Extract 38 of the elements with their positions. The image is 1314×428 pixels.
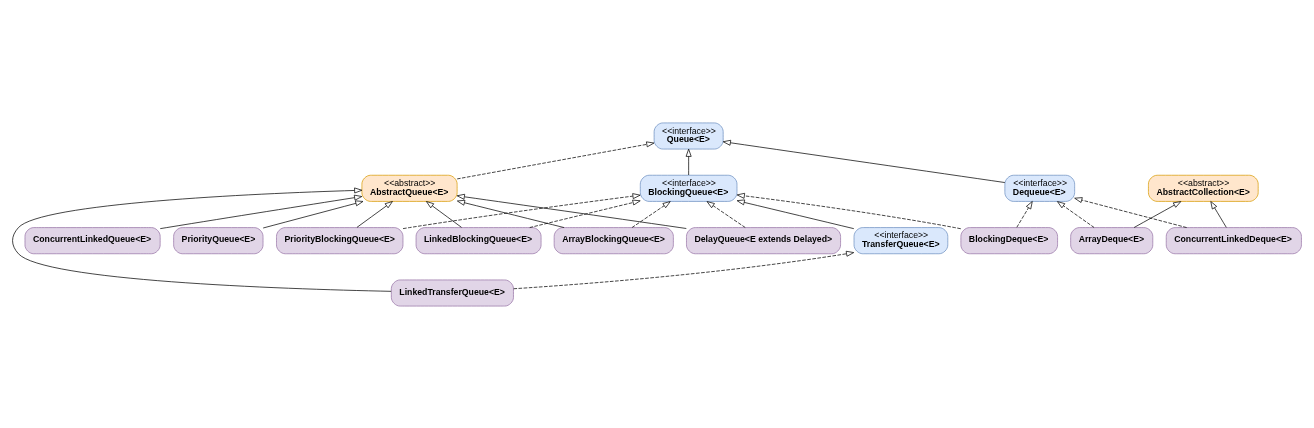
- arrow: [159, 194, 363, 229]
- node-box: <<interface>> BlockingQueue<E>: [639, 174, 738, 202]
- arrow: [356, 200, 393, 228]
- arrow: [736, 192, 962, 229]
- arrow: [402, 192, 641, 229]
- node-box: PriorityBlockingQueue<E>: [276, 226, 404, 254]
- node-box: ArrayDeque<E>: [1070, 226, 1154, 254]
- arrow: [1016, 200, 1033, 228]
- node-box: <<interface>> Dequeue<E>: [1004, 174, 1075, 202]
- arrow: [1133, 200, 1182, 228]
- node-box: ConcurrentLinkedDeque<E>: [1165, 226, 1302, 254]
- node-box: DelayQueue<E extends Delayed>: [686, 226, 841, 254]
- node-box: PriorityQueue<E>: [173, 226, 264, 254]
- arrow: [1210, 200, 1227, 228]
- arrow: [631, 200, 671, 228]
- node-box: LinkedTransferQueue<E>: [390, 279, 514, 306]
- arrow: [456, 199, 565, 228]
- arrow: [426, 200, 462, 228]
- node-box: <<abstract>> AbstractCollection<E>: [1148, 174, 1259, 202]
- arrow: [685, 148, 692, 175]
- arrow: [12, 187, 392, 292]
- arrow: [456, 140, 655, 179]
- arrow: [706, 200, 746, 228]
- arrow: [529, 199, 641, 228]
- node-box: LinkedBlockingQueue<E>: [415, 226, 542, 254]
- arrow: [722, 139, 1006, 183]
- arrow: [1057, 200, 1095, 228]
- node-box: <<interface>> Queue<E>: [653, 122, 724, 149]
- arrow: [1074, 196, 1187, 228]
- node-box: BlockingDeque<E>: [960, 226, 1058, 254]
- node-box: ConcurrentLinkedQueue<E>: [24, 226, 161, 254]
- arrow: [736, 199, 855, 229]
- node-box: <<abstract>> AbstractQueue<E>: [361, 174, 458, 202]
- node-box: ArrayBlockingQueue<E>: [553, 226, 674, 254]
- arrow: [456, 193, 687, 229]
- node-box: <<interface>> TransferQueue<E>: [853, 226, 949, 254]
- arrow: [513, 250, 855, 289]
- arrow: [262, 200, 364, 228]
